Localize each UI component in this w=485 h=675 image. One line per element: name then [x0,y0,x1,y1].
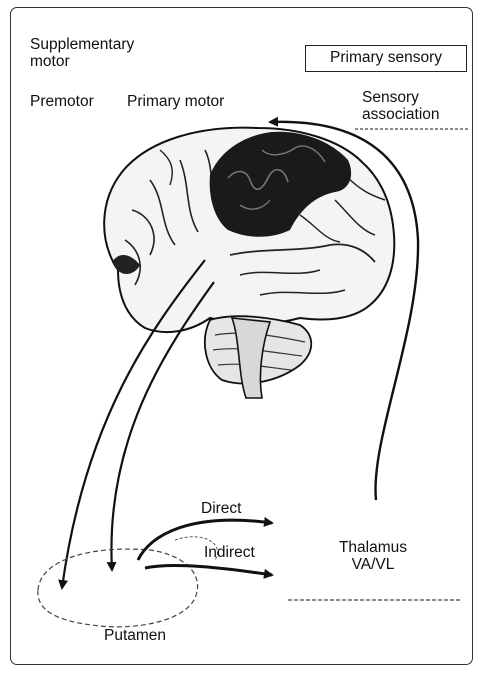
indirect-pathway-arrow [145,566,272,575]
label-supplementary-motor: Supplementary motor [30,36,134,70]
label-supplementary-motor-line1: Supplementary [30,36,134,53]
label-thalamus-line2: VA/VL [327,556,419,573]
label-sensory-association: Sensory association [362,89,440,123]
label-sensory-association-line1: Sensory [362,89,440,106]
label-supplementary-motor-line2: motor [30,53,134,70]
label-direct: Direct [201,500,241,517]
label-thalamus-line1: Thalamus [327,539,419,556]
label-sensory-association-line2: association [362,106,440,123]
label-premotor: Premotor [30,93,94,110]
label-putamen: Putamen [104,627,166,644]
brain-illustration [104,128,394,398]
label-primary-motor: Primary motor [127,93,224,110]
label-indirect: Indirect [204,544,255,561]
label-primary-sensory: Primary sensory [305,45,467,72]
label-thalamus: Thalamus VA/VL [327,539,419,573]
